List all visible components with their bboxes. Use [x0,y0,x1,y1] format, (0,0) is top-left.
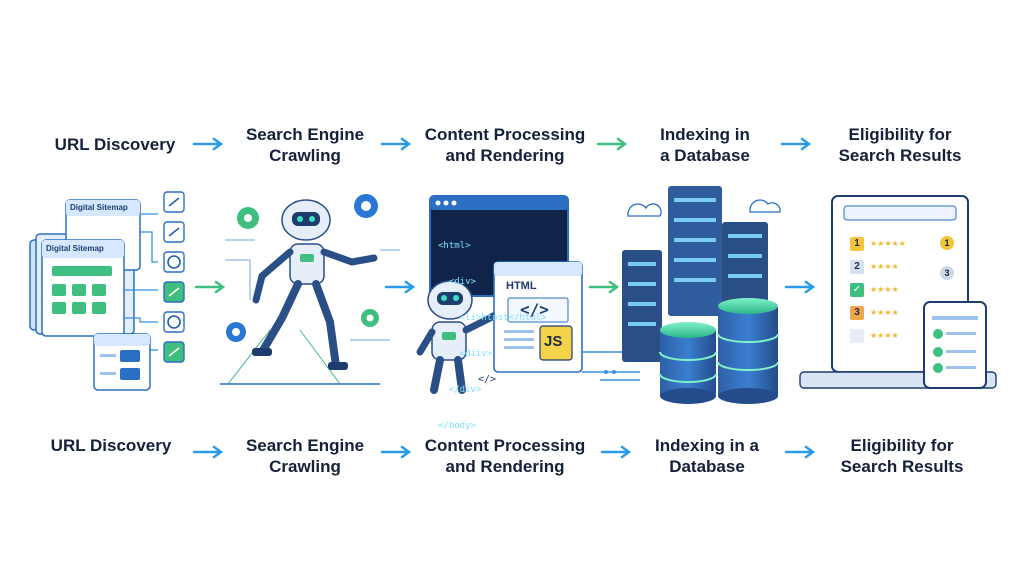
top-step-3-label: Content Processing and Rendering [424,125,586,165]
result-row: 3 ★★★★ [850,301,906,324]
star-rating-icon: ★★★★ [870,262,899,271]
star-rating-icon: ★★★★ [870,308,899,317]
check-icon: ✓ [850,282,864,297]
sitemap-stack [29,199,141,337]
sitemap-title-front: Digital Sitemap [46,244,104,253]
result-row: ✓ ★★★★ [850,278,906,301]
result-row: 1 ★★★★★ [850,232,906,255]
arrow-right-icon [192,137,224,151]
star-rating-icon: ★★★★ [870,331,899,340]
server-racks [622,186,781,362]
code-line: <li>htost</html> [438,313,547,323]
bottom-step-1-label: URL Discovery [50,436,172,455]
bottom-step-4-label: Indexing in a Database [655,436,759,476]
small-code-icon: </> [478,374,497,385]
js-badge: JS [544,333,563,350]
arrow-right-icon [784,280,816,294]
sitemap-title-back: Digital Sitemap [70,203,128,212]
arrow-right-icon [380,137,412,151]
arrow-right-icon [194,280,226,294]
database-cylinders [659,298,779,404]
small-page [93,333,151,391]
star-rating-icon: ★★★★ [870,285,899,294]
placeholder-badge [850,328,864,343]
arrow-right-icon [600,445,632,459]
result-row: 2 ★★★★ [850,255,906,278]
render-card [493,261,640,381]
render-card-title: HTML [506,280,537,292]
code-lines: <html> <div> <li>htost</html> <diiv> </d… [438,216,566,444]
sitemap-connectors [124,213,158,351]
result-row: ★★★★ [850,324,906,347]
top-step-5-label: Eligibility for Search Results [838,125,962,165]
medal-gold: 1 [940,236,954,250]
results-tablet [923,301,987,389]
code-line: </body> [438,421,476,431]
crawler-robot [220,194,400,385]
arrow-right-icon [384,280,416,294]
rank-badge: 2 [850,259,864,274]
code-line: <html> [438,241,471,251]
top-step-1-label: URL Discovery [54,135,176,154]
code-line: </div> [438,385,482,395]
top-step-4-label: Indexing in a Database [660,125,750,165]
rank-badge: 3 [850,305,864,320]
rank-badge: 1 [850,236,864,251]
bottom-step-3-label: Content Processing and Rendering [424,436,586,476]
arrow-right-icon [588,280,620,294]
code-symbol-icon: </> [520,300,549,319]
arrow-right-icon [780,137,812,151]
link-column [163,191,185,363]
processing-robot [416,280,504,394]
medal-silver: 3 [940,266,954,280]
code-line: <diiv> [438,349,493,359]
bottom-step-2-label: Search Engine Crawling [245,436,365,476]
arrow-right-icon [784,445,816,459]
link-icons [167,197,181,357]
result-rows: 1 ★★★★★ 2 ★★★★ ✓ ★★★★ 3 ★★★★ ★★★★ [850,232,906,347]
code-line: <div> [438,277,476,287]
arrow-right-icon [380,445,412,459]
star-rating-icon: ★★★★★ [870,239,906,248]
bottom-step-5-label: Eligibility for Search Results [840,436,964,476]
arrow-right-icon [596,137,628,151]
arrow-right-icon [192,445,224,459]
top-step-2-label: Search Engine Crawling [245,125,365,165]
